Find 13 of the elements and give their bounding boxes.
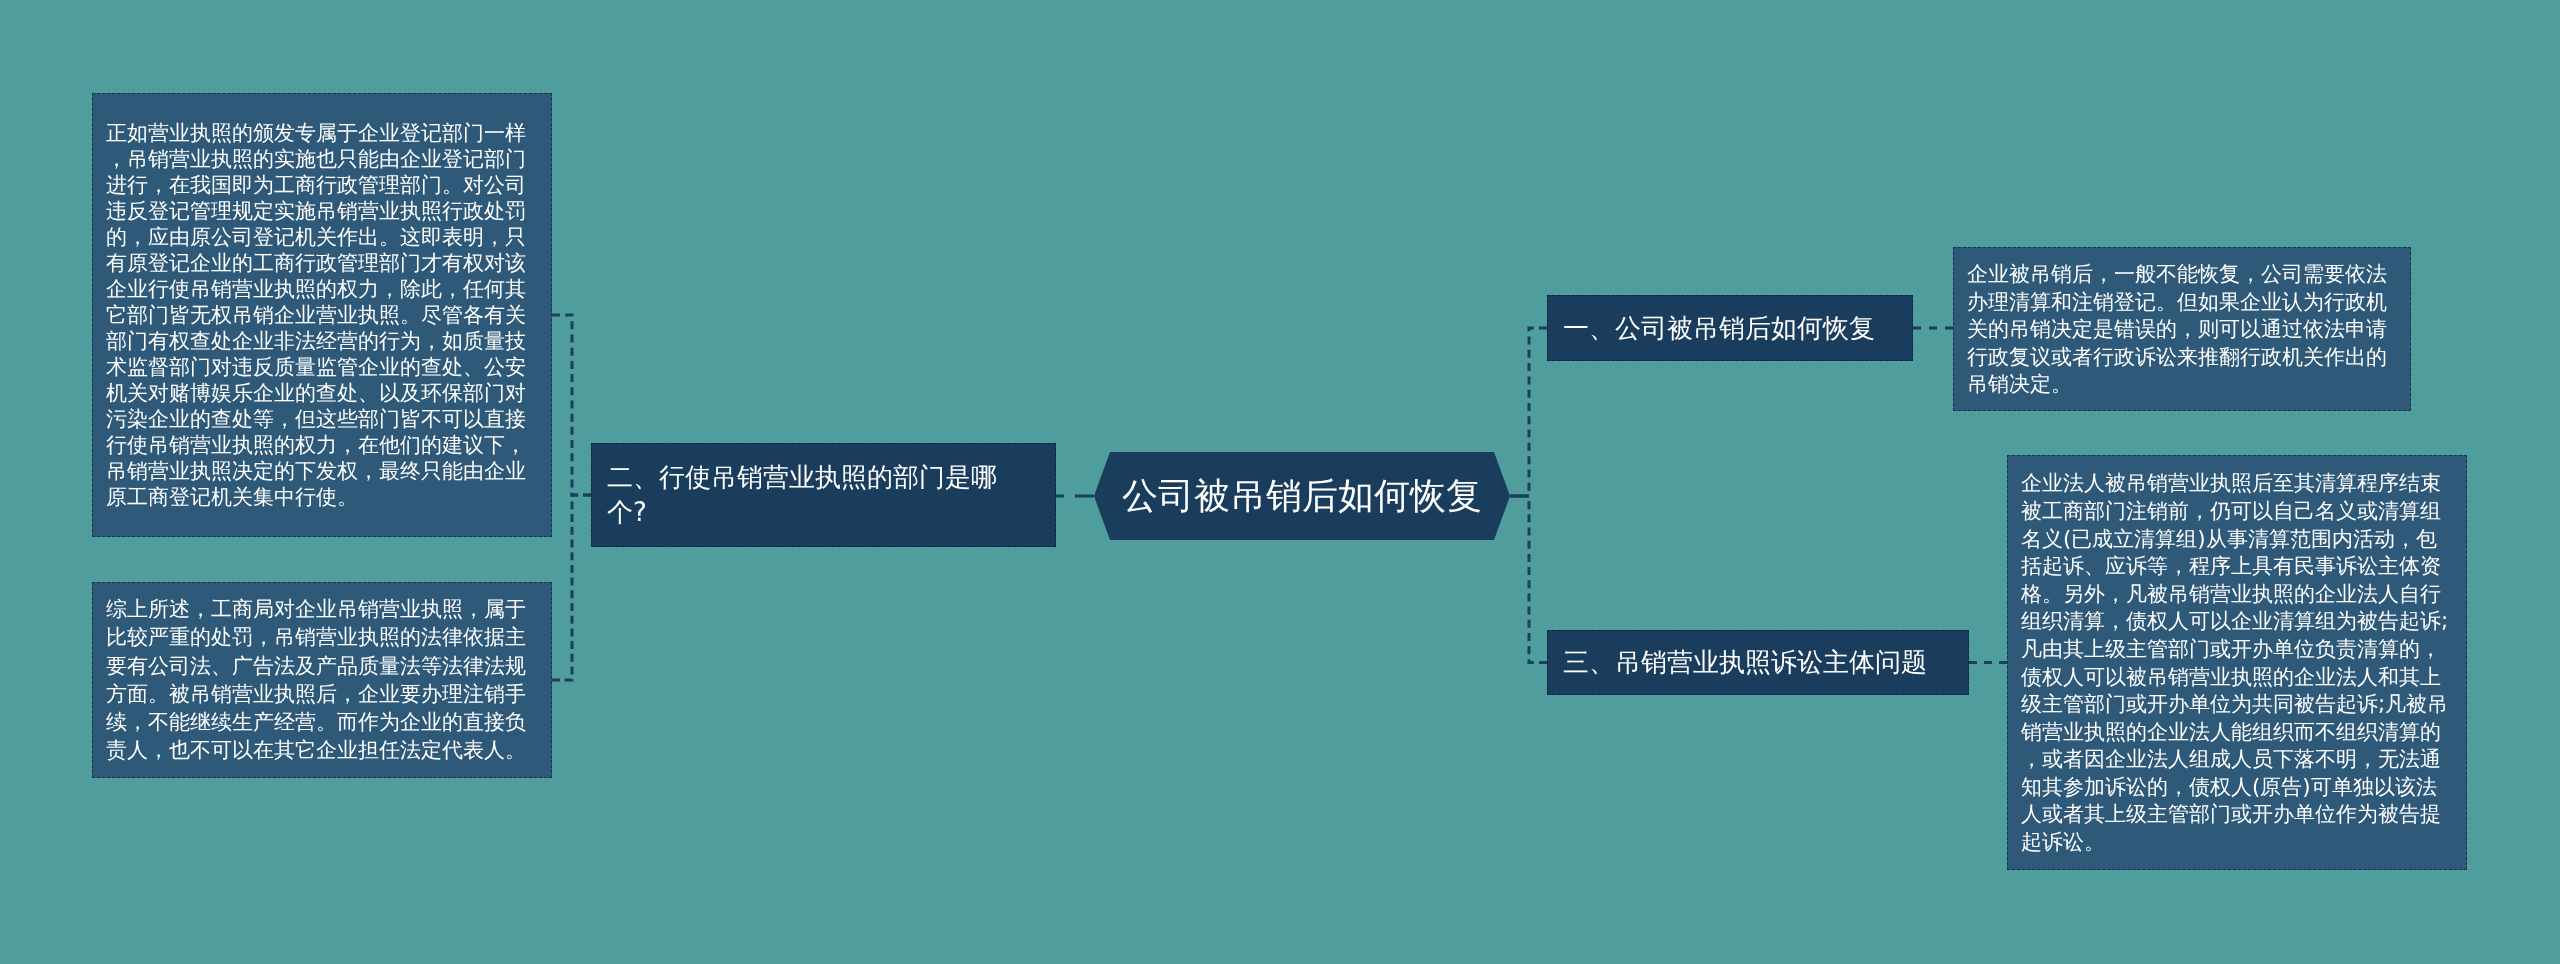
connector-line	[1510, 494, 1547, 664]
detail-note: 企业被吊销后，一般不能恢复，公司需要依法办理清算和注销登记。但如果企业认为行政机关的吊销决定是错误的，则可以通过依法申请行政复议或者行政诉讼来推翻行政机关作出的吊销决定。	[1953, 247, 2411, 411]
connector-line	[552, 493, 591, 682]
detail-note: 企业法人被吊销营业执照后至其清算程序结束被工商部门注销前，仍可以自己名义或清算组名义(已成立清算组)从事清算范围内活动，包括起诉、应诉等，程序上具有民事诉讼主体资格。另外，凡被吊销营业执照的企业法人自行组织清算，债权人可以企业清算组为被告起诉;凡由其上级主管部门或开办单位负责清算的，债权人可以被吊销营业执照的企业法人和其上级主管部门或开办单位为共同被告起诉;凡被吊销营业执照的企业法人能组织而不组织清算的，或者因企业法人组成人员下落不明，无法通知其参加诉讼的，债权人(原告)可单独以该法人或者其上级主管部门或开办单位作为被告提起诉讼。	[2007, 455, 2467, 870]
connector-line	[1969, 661, 2007, 664]
branch-topic: 二、行使吊销营业执照的部门是哪个?	[591, 443, 1056, 547]
detail-note: 综上所述，工商局对企业吊销营业执照，属于比较严重的处罚，吊销营业执照的法律依据主要有公司法、广告法及产品质量法等法律法规方面。被吊销营业执照后，企业要办理注销手续，不能继续生产经营。而作为企业的直接负责人，也不可以在其它企业担任法定代表人。	[92, 582, 552, 778]
central-topic: 公司被吊销后如何恢复	[1094, 452, 1510, 540]
connector-line	[1913, 326, 1953, 330]
connector-line	[1056, 494, 1094, 498]
branch-topic: 一、公司被吊销后如何恢复	[1547, 295, 1913, 361]
branch-topic: 三、吊销营业执照诉讼主体问题	[1547, 630, 1969, 695]
detail-note: 正如营业执照的颁发专属于企业登记部门一样，吊销营业执照的实施也只能由企业登记部门进行，在我国即为工商行政管理部门。对公司违反登记管理规定实施吊销营业执照行政处罚的，应由原公司登记机关作出。这即表明，只有原登记企业的工商行政管理部门才有权对该企业行使吊销营业执照的权力，除此，任何其它部门皆无权吊销企业营业执照。尽管各有关部门有权查处企业非法经营的行为，如质量技术监督部门对违反质量监管企业的查处、公安机关对赌博娱乐企业的查处、以及环保部门对污染企业的查处等，但这些部门皆不可以直接行使吊销营业执照的权力，在他们的建议下，吊销营业执照决定的下发权，最终只能由企业原工商登记机关集中行使。	[92, 93, 552, 537]
